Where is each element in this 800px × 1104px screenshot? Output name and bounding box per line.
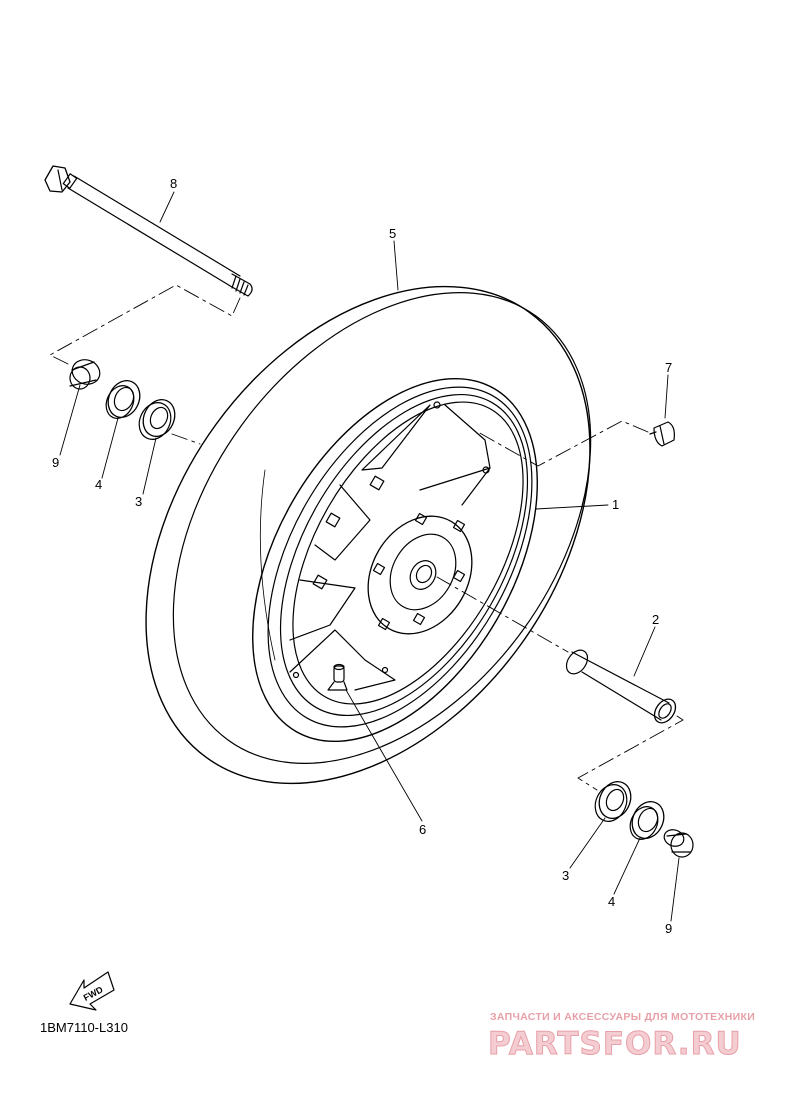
diagram-code: 1BM7110-L310 [40,1020,128,1035]
callout-4-right: 4 [608,894,615,909]
fwd-arrow-icon [70,972,114,1010]
valve [328,665,347,691]
callout-3-right: 3 [562,868,569,883]
callout-9-left: 9 [52,455,59,470]
callout-3-left: 3 [135,494,142,509]
callout-1: 1 [612,497,619,512]
callout-2: 2 [652,612,659,627]
seal-left [101,375,146,422]
air-valve-cap [650,422,674,446]
watermark-tagline: ЗАПЧАСТИ И АКСЕССУАРЫ ДЛЯ МОТОТЕХНИКИ [490,1011,755,1023]
leader-lines [60,192,679,921]
callout-6: 6 [419,822,426,837]
cast-wheel [194,330,596,791]
callout-7: 7 [665,360,672,375]
collar [562,646,680,727]
callout-8: 8 [170,176,177,191]
callout-9-right: 9 [665,921,672,936]
bearing-left [133,394,180,444]
collar-left [69,356,104,389]
bearing-right [589,776,636,826]
tire [54,202,681,868]
seal-right [625,796,670,843]
collar-right [662,827,693,857]
axle [45,166,252,296]
watermark-logo: PARTSFOR.RU [488,1026,742,1062]
callout-5: 5 [389,226,396,241]
center-lines [50,285,683,790]
callout-4-left: 4 [95,477,102,492]
